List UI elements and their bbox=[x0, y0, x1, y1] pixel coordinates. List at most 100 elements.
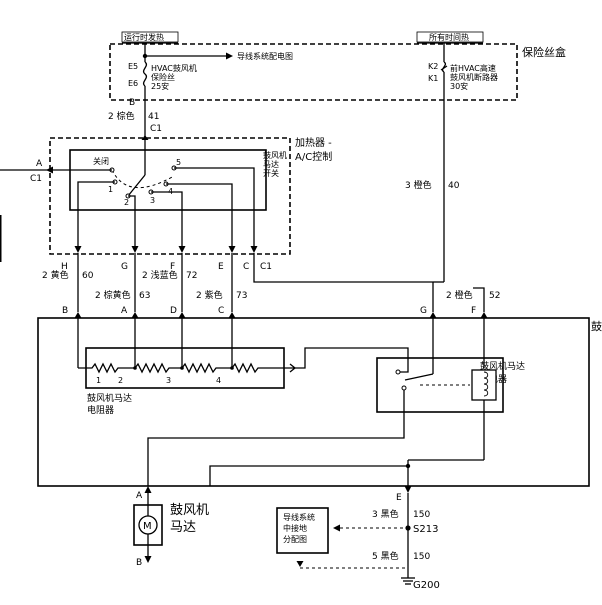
pin-k1: K1 bbox=[428, 74, 438, 83]
wire-72-num: 72 bbox=[186, 271, 197, 281]
wire-40-num: 40 bbox=[448, 181, 460, 191]
wire-52-color: 2 橙色 bbox=[446, 289, 473, 301]
connector-c1-top: C1 bbox=[150, 124, 162, 134]
motor-symbol: M bbox=[143, 521, 152, 532]
wire-60-num: 60 bbox=[82, 271, 94, 281]
ground-ref-1: 导线系统 bbox=[283, 512, 315, 522]
breaker-label-3: 30安 bbox=[450, 81, 468, 91]
blower-module-outline bbox=[37, 317, 590, 487]
circuit-breaker-icon bbox=[440, 61, 448, 73]
hvac-fuse-icon bbox=[142, 61, 148, 87]
pin-h-arrow bbox=[74, 246, 82, 253]
wire-52-num: 52 bbox=[489, 291, 500, 301]
switch-off-label: 关闭 bbox=[93, 156, 109, 166]
switch-label-2: 马达 bbox=[263, 159, 279, 169]
motor-pin-b-arrow bbox=[144, 556, 152, 563]
wire-63-color: 2 棕黄色 bbox=[95, 289, 131, 301]
connector-b-top: B bbox=[129, 98, 135, 108]
relay-coil-icon bbox=[483, 371, 489, 397]
switch-pos-label-2: 2 bbox=[124, 198, 129, 207]
relay-contact-out bbox=[401, 385, 407, 391]
wire-60-color: 2 黄色 bbox=[42, 269, 69, 281]
switch-wire-e bbox=[166, 183, 233, 246]
module-pin-b: B bbox=[62, 306, 68, 316]
module-pin-a-arrow bbox=[131, 312, 139, 318]
power-dist-arrow bbox=[226, 52, 233, 60]
control-pin-e: E bbox=[218, 262, 224, 272]
module-pin-d-arrow bbox=[178, 312, 186, 318]
wire-41-num: 41 bbox=[148, 112, 159, 122]
control-pin-c1: C1 bbox=[260, 262, 272, 272]
motor-label-1: 鼓风机 bbox=[170, 503, 209, 518]
pin-g-arrow bbox=[131, 246, 139, 253]
wire-c-to-relay bbox=[253, 253, 433, 283]
wire-150b-color: 5 黑色 bbox=[372, 550, 399, 562]
resistor-box bbox=[85, 347, 285, 389]
resistor-num-2: 2 bbox=[118, 376, 123, 385]
resistor-node-2 bbox=[133, 366, 137, 370]
wire-72-color: 2 浅蓝色 bbox=[142, 269, 178, 281]
module-pin-c-arrow bbox=[228, 312, 236, 318]
module-pin-c: C bbox=[218, 306, 224, 316]
wire-73-color: 2 紫色 bbox=[196, 289, 223, 301]
motor-pin-a: A bbox=[136, 491, 143, 501]
wire-150a-num: 150 bbox=[413, 510, 430, 520]
wire-73-num: 73 bbox=[236, 291, 247, 301]
switch-wire-f bbox=[151, 191, 183, 246]
module-pin-g-arrow bbox=[429, 312, 437, 318]
left-pin-a: A bbox=[36, 159, 43, 169]
relay-coil-box bbox=[471, 369, 497, 401]
module-pin-f: F bbox=[471, 306, 476, 316]
ground-id: G200 bbox=[413, 580, 440, 591]
switch-arc bbox=[111, 169, 175, 189]
breaker-label-2: 鼓风机断路器 bbox=[450, 72, 498, 82]
ground-ref-2: 中接地 bbox=[283, 523, 307, 533]
ground-ref-link-2 bbox=[299, 562, 408, 569]
wire-41-color: 2 棕色 bbox=[108, 110, 135, 122]
switch-label-3: 开关 bbox=[263, 168, 279, 178]
module-pin-d: D bbox=[170, 306, 177, 316]
switch-wire-c bbox=[174, 167, 255, 246]
relay-box bbox=[376, 357, 504, 413]
control-title-2: A/C控制 bbox=[295, 150, 332, 163]
resistor-node-3 bbox=[180, 366, 184, 370]
relay-contact-no bbox=[395, 369, 401, 375]
switch-pos-label-1: 1 bbox=[108, 185, 113, 194]
control-pin-c: C bbox=[243, 262, 249, 272]
hot-in-run-label: 运行时发热 bbox=[124, 32, 164, 42]
pin-k2: K2 bbox=[428, 62, 438, 71]
ground-pin-e: E bbox=[396, 493, 402, 503]
fuse-box-outline bbox=[109, 43, 518, 101]
resistor-label-2: 电阻器 bbox=[87, 404, 114, 416]
resistor-node-4 bbox=[230, 366, 234, 370]
hvac-fuse-label-2: 保险丝 bbox=[151, 72, 175, 82]
off-wire-arrow bbox=[46, 166, 53, 174]
left-pin-c1: C1 bbox=[30, 174, 42, 184]
switch-pos-label-5: 5 bbox=[176, 158, 181, 167]
ground-ref-arrow bbox=[333, 524, 340, 532]
hot-all-times-label: 所有时间热 bbox=[429, 32, 469, 42]
pin-c-arrow bbox=[250, 246, 258, 253]
pin-e6: E6 bbox=[128, 79, 138, 88]
switch-arm bbox=[127, 174, 146, 197]
control-pin-f: F bbox=[170, 262, 175, 272]
blower-switch-box bbox=[69, 149, 267, 211]
relay-contact-arm bbox=[404, 373, 434, 381]
switch-label-1: 鼓风机 bbox=[263, 150, 287, 160]
control-pin-g: G bbox=[121, 262, 128, 272]
power-dist-label: 导线系统配电图 bbox=[237, 51, 293, 61]
resistor-num-3: 3 bbox=[166, 376, 171, 385]
switch-wire-g bbox=[128, 195, 136, 246]
switch-wire-h bbox=[77, 181, 115, 246]
pin-e-arrow bbox=[228, 246, 236, 253]
relay-label-1: 鼓风机马达 bbox=[480, 360, 525, 372]
control-pin-h: H bbox=[61, 262, 68, 272]
hvac-fuse-label-1: HVAC鼓风机 bbox=[151, 63, 197, 73]
resistor-to-relay-wire bbox=[295, 347, 409, 373]
module-pin-a: A bbox=[121, 306, 128, 316]
wire-150a-color: 3 黑色 bbox=[372, 508, 399, 520]
hvac-fuse-label-3: 25安 bbox=[151, 81, 169, 91]
switch-pos-label-3: 3 bbox=[150, 196, 155, 205]
ground-ref-3: 分配图 bbox=[283, 535, 307, 544]
